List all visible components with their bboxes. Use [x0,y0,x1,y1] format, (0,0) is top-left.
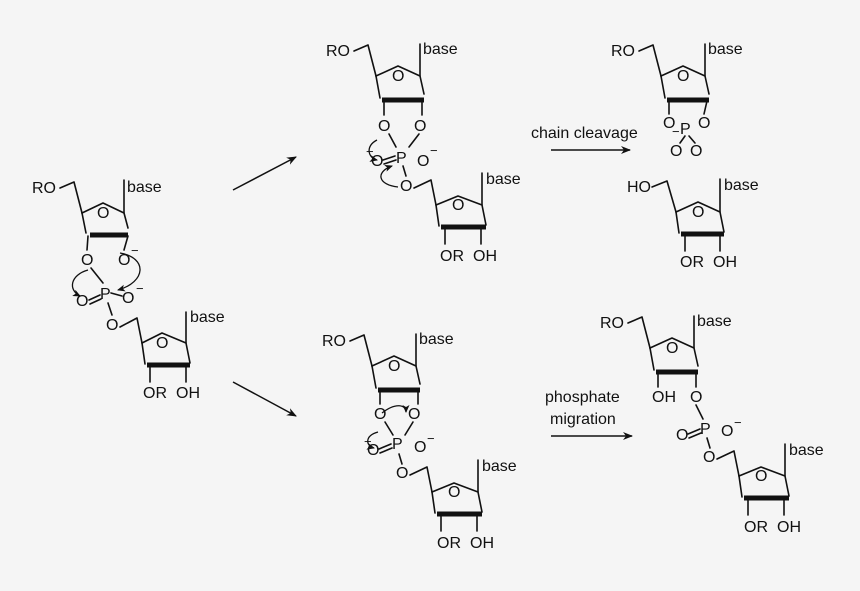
p-o-charge: − [734,415,742,430]
p-label: P [392,436,403,453]
p-oxo: O [76,293,88,310]
o2-label: O [690,389,702,406]
ring-oxygen: O [392,68,404,85]
ro-label: RO [322,333,346,350]
base-label: base [423,41,458,58]
ring-oxygen: O [677,68,689,85]
p-o-charge: − [136,281,144,296]
o3-label: O [663,115,675,132]
product-5-hydroxy: HO O base OR OH [627,177,759,271]
base-label: base [697,313,732,330]
ro-label: RO [32,180,56,197]
or-label: OR [143,385,167,402]
o2-label: O [118,252,130,269]
base-label-2: base [486,171,521,188]
caption-chain-cleavage: chain cleavage [531,125,638,142]
oh-label: OH [470,535,494,552]
p-o-charge: − [430,143,438,158]
arrow-lower [232,381,297,417]
base-label-2: base [482,458,517,475]
ring-oxygen: O [666,340,678,357]
base-label-2: base [789,442,824,459]
p-label: P [700,421,711,438]
cyclic-intermediate-top: RO O base O O P O O − − O O base OR OH [326,41,521,265]
ring-oxygen: O [97,205,109,222]
ro-label: RO [611,43,635,60]
o2-label: O [408,406,420,423]
cyclic-intermediate-bottom: RO O base O O P O O − − O O base OR OH [322,331,517,552]
ring-oxygen-2: O [755,468,767,485]
caption-phosphate: phosphate [545,389,620,406]
p-o1: O [670,143,682,160]
oh-label: OH [652,389,676,406]
p-o-minus: O [122,290,134,307]
o5-label: O [400,178,412,195]
p-label: P [396,150,407,167]
ro-label: RO [326,43,350,60]
ring-oxygen-2: O [156,335,168,352]
o3-label: O [81,252,93,269]
caption-migration: migration [550,411,616,428]
o2-label: O [698,115,710,132]
oh-label: OH [176,385,200,402]
base-label: base [127,179,162,196]
p-o2: O [690,143,702,160]
ring-oxygen-2: O [448,484,460,501]
o3-label: O [374,406,386,423]
p-o-minus: O [414,439,426,456]
o2-charge: − [131,243,139,258]
ho-label: HO [627,179,651,196]
o5-label: O [106,317,118,334]
oh-label: OH [473,248,497,265]
base-label: base [708,41,743,58]
p-label: P [680,121,691,138]
p-charge: − [672,124,680,139]
base-label-2: base [190,309,225,326]
product-cyclic-phosphate: RO O base O O P − O O [611,41,743,160]
ring-oxygen: O [692,204,704,221]
p-o-charge: − [427,431,435,446]
o5-label: O [396,465,408,482]
ro-label: RO [600,315,624,332]
p-oxo: O [676,427,688,444]
oxo-charge: − [366,144,374,159]
or-label: OR [680,254,704,271]
o2-label: O [414,118,426,135]
oh-label-2: OH [777,519,801,536]
p-label: P [100,286,111,303]
o5-label: O [703,449,715,466]
p-o-minus: O [721,423,733,440]
starting-dinucleotide: RO O base O − O P − O O O O base [32,179,225,402]
or-label: OR [437,535,461,552]
or-label: OR [744,519,768,536]
o3-label: O [378,118,390,135]
ring-oxygen: O [388,358,400,375]
p-o-minus: O [417,153,429,170]
or-label: OR [440,248,464,265]
arrow-upper [232,156,297,191]
product-2-5-linked: RO O base OH O P O O − O O base OR OH [600,313,824,536]
ring-oxygen-2: O [452,197,464,214]
oh-label: OH [713,254,737,271]
base-label: base [724,177,759,194]
base-label: base [419,331,454,348]
